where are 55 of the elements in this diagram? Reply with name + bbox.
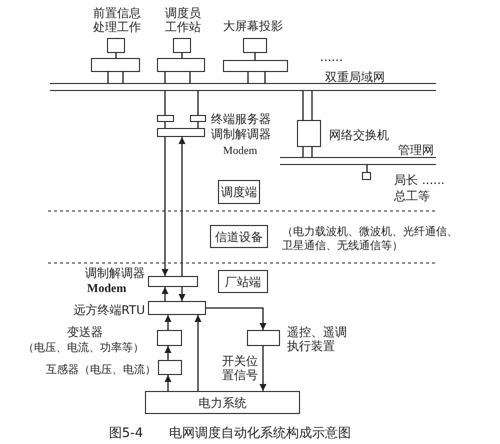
- arrow: [162, 287, 168, 301]
- node-label: 双重局域网: [325, 70, 385, 84]
- node-label: 终端服务器: [211, 112, 271, 126]
- arrow: [164, 375, 172, 391]
- node-label: 网络交换机: [329, 128, 389, 142]
- process-box: [218, 270, 268, 293]
- connector-line: [164, 91, 166, 115]
- connector-line: [311, 147, 313, 157]
- connector-line: [302, 147, 304, 157]
- node-label: Modem: [223, 144, 258, 158]
- node-label: 前置信息处理工作: [92, 6, 142, 34]
- connector-line: [197, 91, 199, 115]
- server-box: [157, 115, 174, 122]
- projector-box: [223, 60, 288, 72]
- node-label: 互感器（电压、电流）: [45, 363, 156, 377]
- workstation-box: [91, 58, 140, 72]
- connector-line: [107, 72, 109, 83]
- node-label: 管理网: [398, 143, 434, 157]
- caption: 图5-4 电网调度自动化系统构成示意图: [108, 425, 352, 442]
- node-label: Modem: [87, 281, 126, 295]
- connector-line: [264, 72, 266, 83]
- arrow: [162, 137, 168, 276]
- node-label: 调制解调器: [84, 266, 145, 280]
- node-label: （电压、电流、功率等）: [23, 341, 144, 355]
- connector-line: [302, 91, 304, 120]
- node-label: 电力系统: [198, 396, 246, 410]
- arrow: [260, 346, 266, 391]
- workstation-box: [157, 58, 205, 72]
- connector-line: [247, 72, 249, 83]
- node-label: 局长 ......: [394, 173, 445, 187]
- node-label: 调制解调器: [211, 127, 271, 141]
- connector-line: [311, 91, 313, 120]
- node-label: 远方终端RTU: [72, 303, 145, 317]
- ellipsis-text: ......: [320, 50, 343, 64]
- note-text: （电力载波机、微波机、光纤通信、卫星通信、无线通信等）: [282, 225, 459, 253]
- node-label: 变送器: [67, 325, 103, 339]
- arrow: [164, 346, 172, 360]
- process-box: [218, 180, 260, 204]
- node-label: 总工等: [394, 189, 430, 203]
- connector-line: [122, 72, 124, 83]
- node-label: 调度端: [221, 185, 257, 199]
- node-label: 信道设备: [215, 230, 263, 244]
- connector-line: [164, 72, 166, 83]
- node-label: 大屏幕投影: [223, 19, 283, 33]
- node-label: 遥控、遥调执行装置: [287, 325, 348, 353]
- node-label: 厂站端: [225, 274, 261, 288]
- edge-label: 开关位置信号: [222, 354, 259, 382]
- arrow: [164, 315, 172, 330]
- node-label: 调度员工作站: [164, 6, 202, 34]
- process-box: [145, 391, 300, 414]
- connector-line: [189, 72, 191, 83]
- arrow: [194, 315, 202, 391]
- arrow: [178, 137, 186, 276]
- arrow: [178, 287, 186, 301]
- arrow: [206, 307, 266, 330]
